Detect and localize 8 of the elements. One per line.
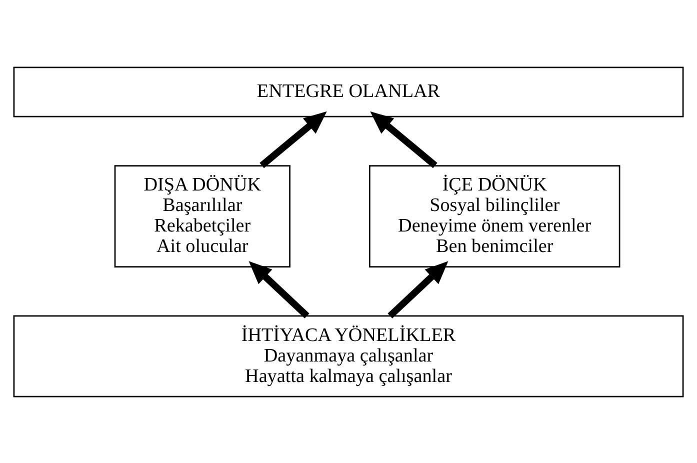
node-box: İÇE DÖNÜK Sosyal bilinçliler Deneyime önem verenler Ben benimciler (368, 164, 620, 267)
node-box: DIŞA DÖNÜK Başarılılar Rekabetçiler Ait olucular (114, 164, 290, 267)
arrow (248, 260, 310, 318)
node-box: İHTİYACA YÖNELİKLER Dayanmaya çalışanlar Hayatta kalmaya çalışanlar (13, 314, 684, 397)
arrow (370, 110, 438, 168)
node-box: ENTEGRE OLANLAR (13, 66, 684, 117)
arrow (260, 110, 327, 168)
arrow (388, 260, 448, 318)
